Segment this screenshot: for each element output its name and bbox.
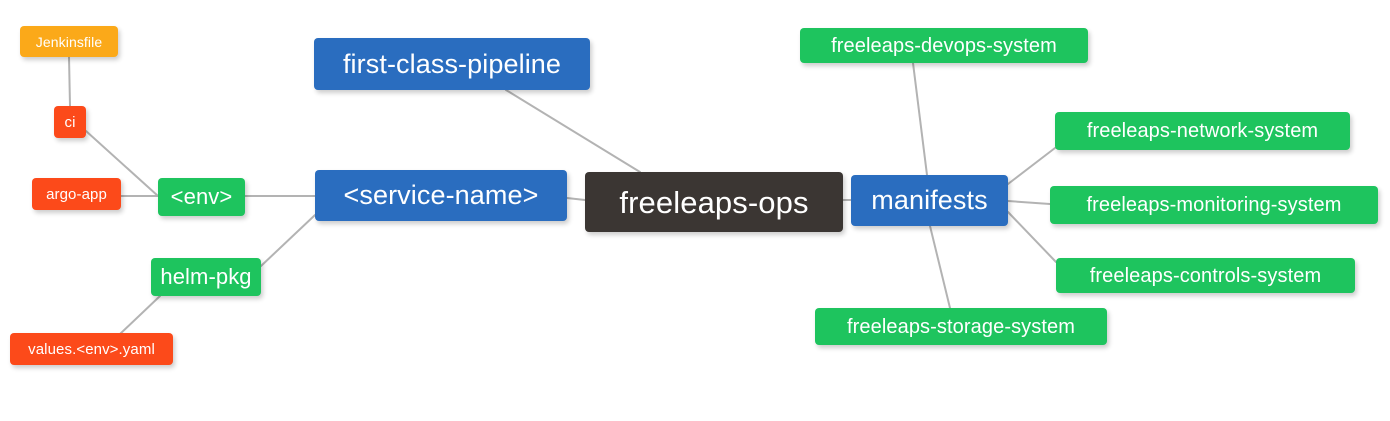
edge-jenkinsfile-to-ci	[68, 56, 71, 107]
mindmap-node-freeleaps-monitoring-system[interactable]: freeleaps-monitoring-system	[1050, 186, 1378, 224]
mindmap-node-service-name[interactable]: <service-name>	[315, 170, 567, 221]
edge-helm-pkg-to-values-env-yaml	[119, 295, 161, 335]
mindmap-node-freeleaps-ops[interactable]: freeleaps-ops	[585, 172, 843, 232]
mindmap-node-env[interactable]: <env>	[158, 178, 245, 216]
edge-manifests-to-freeleaps-storage-system	[929, 225, 951, 309]
mindmap-node-jenkinsfile[interactable]: Jenkinsfile	[20, 26, 118, 57]
edge-service-name-to-freeleaps-ops	[566, 197, 586, 201]
mindmap-node-freeleaps-storage-system[interactable]: freeleaps-storage-system	[815, 308, 1107, 345]
mindmap-node-ci[interactable]: ci	[54, 106, 86, 138]
mindmap-node-argo-app[interactable]: argo-app	[32, 178, 121, 210]
mindmap-node-first-class-pipeline[interactable]: first-class-pipeline	[314, 38, 590, 90]
edge-manifests-to-freeleaps-network-system	[1007, 147, 1056, 185]
mindmap-node-freeleaps-network-system[interactable]: freeleaps-network-system	[1055, 112, 1350, 150]
mindmap-node-freeleaps-controls-system[interactable]: freeleaps-controls-system	[1056, 258, 1355, 293]
edge-manifests-to-freeleaps-devops-system	[912, 62, 928, 176]
edge-service-name-to-helm-pkg	[260, 214, 316, 267]
mindmap-node-helm-pkg[interactable]: helm-pkg	[151, 258, 261, 296]
mindmap-node-manifests[interactable]: manifests	[851, 175, 1008, 226]
edge-first-class-pipeline-to-freeleaps-ops	[505, 89, 641, 173]
mindmap-node-freeleaps-devops-system[interactable]: freeleaps-devops-system	[800, 28, 1088, 63]
edge-manifests-to-freeleaps-monitoring-system	[1007, 200, 1051, 205]
edge-manifests-to-freeleaps-controls-system	[1007, 211, 1057, 263]
mindmap-node-values-env-yaml[interactable]: values.<env>.yaml	[10, 333, 173, 365]
